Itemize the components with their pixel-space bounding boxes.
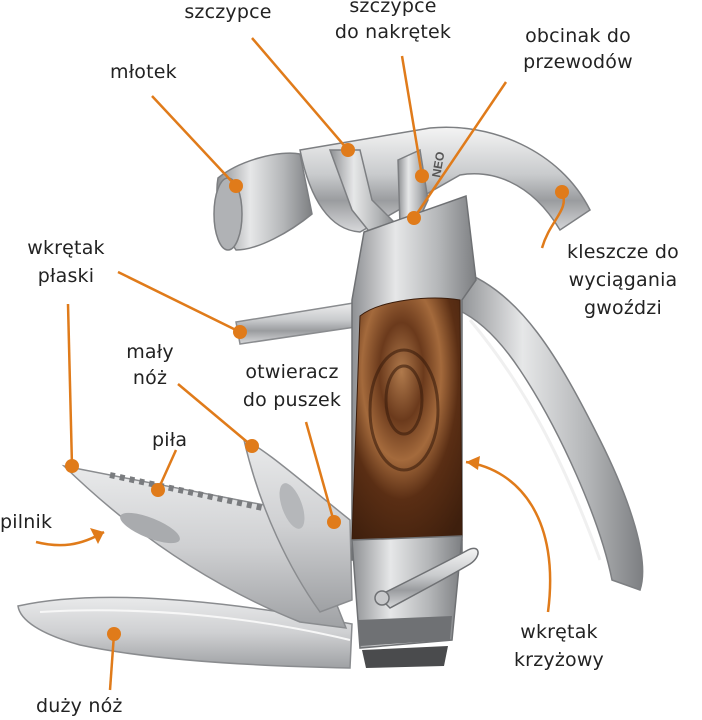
label-szczypce-nakretek-line2: do nakrętek — [334, 21, 452, 43]
tool-handle — [351, 194, 477, 668]
label-obcinak-line2: przewodów — [523, 51, 633, 73]
label-otwieracz-line1: otwieracz — [245, 361, 339, 383]
label-duzy-noz: duży nóż — [36, 695, 123, 717]
pointer-szczypce-nakretek — [400, 55, 424, 177]
label-kleszcze-line1: kleszcze do — [567, 241, 679, 263]
pointer-duzy-noz — [108, 633, 116, 691]
pointer-wkretak-krzyzowy — [465, 460, 552, 613]
pointer-szczypce — [251, 37, 349, 151]
label-kleszcze-line2: wyciągania — [568, 269, 678, 291]
label-pila: piła — [152, 429, 188, 451]
pointer-lines — [35, 37, 565, 691]
label-wkretak-krzyzowy-line1: wkrętak — [520, 621, 598, 643]
pointer-wkretak-plaski — [117, 270, 241, 334]
pointer-dots — [65, 143, 569, 641]
label-maly-noz-line1: mały — [126, 341, 174, 363]
label-szczypce-nakretek-line1: szczypce — [349, 0, 437, 17]
small-knife-blade — [242, 438, 353, 613]
pointer-maly-noz — [177, 383, 253, 447]
label-szczypce: szczypce — [184, 1, 272, 23]
svg-text:NEO: NEO — [429, 150, 447, 178]
label-wkretak-plaski-line1: wkrętak — [27, 237, 105, 259]
lanyard-ring — [374, 547, 479, 609]
label-kleszcze-line3: gwoździ — [584, 297, 662, 319]
pointer-wkretak-plaski-down — [66, 303, 74, 467]
label-pilnik: pilnik — [0, 511, 53, 533]
pointer-otwieracz — [304, 421, 336, 523]
label-obcinak-line1: obcinak do — [525, 25, 631, 47]
label-otwieracz-line2: do puszek — [242, 389, 342, 411]
pointer-obcinak — [412, 81, 508, 219]
label-wkretak-plaski-line2: płaski — [37, 265, 95, 287]
label-mlotek: młotek — [110, 61, 177, 83]
claw-arm — [457, 268, 644, 591]
label-wkretak-krzyzowy-line2: krzyżowy — [513, 649, 604, 671]
pointer-mlotek — [151, 95, 237, 187]
pointer-pila — [156, 449, 178, 491]
large-knife-blade — [17, 596, 353, 669]
label-maly-noz-line2: nóż — [132, 367, 168, 389]
